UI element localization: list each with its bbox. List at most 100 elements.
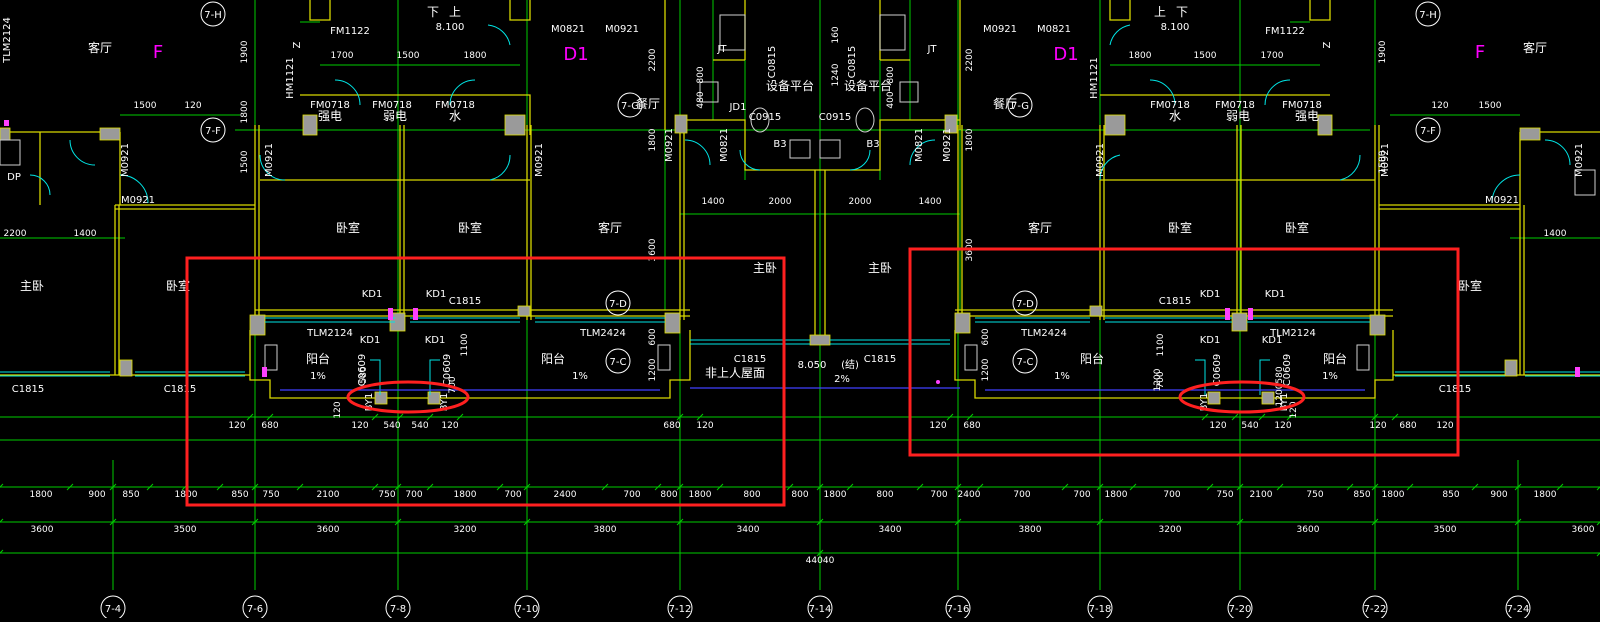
tag-m0821-v2: M0821 <box>914 128 925 162</box>
tag-by1-1: BY1 <box>364 393 375 412</box>
dim-v160: 160 <box>831 26 841 43</box>
dimension-row-1-value: 800 <box>791 490 808 500</box>
tick-mark <box>1096 518 1104 526</box>
dimension-row-1-value: 750 <box>1306 490 1323 500</box>
markup-ellipse-left[interactable] <box>346 380 470 414</box>
tick-mark <box>1276 483 1284 491</box>
dimension-row-1-value: 750 <box>378 490 395 500</box>
room-label-bedroom-d: 卧室 <box>1168 220 1192 235</box>
room-label-equipment-1: 设备平台 <box>766 78 814 93</box>
tag-c0815-l: C0815 <box>767 46 778 78</box>
dim-v1900-l: 1900 <box>240 40 250 63</box>
svg-text:7-D: 7-D <box>609 299 627 310</box>
dim-d120-far-r: 120 <box>1431 101 1448 111</box>
tick-mark <box>1471 483 1479 491</box>
tick-mark <box>676 518 684 526</box>
dimension-row-1-value: 850 <box>231 490 248 500</box>
dimension-row-1-value: 700 <box>1013 490 1030 500</box>
dim-v1800-l: 1800 <box>240 100 250 123</box>
dimension-ticks <box>0 413 1600 557</box>
elevation-e-8100-l: 8.100 <box>436 22 465 33</box>
tag-fm0718-3: FM0718 <box>435 100 475 111</box>
tick-mark <box>1206 483 1214 491</box>
unit-label-d1: D1 <box>1053 44 1078 65</box>
dimension-row-1-value: 2400 <box>554 490 577 500</box>
markup-rect-right[interactable] <box>908 247 1460 457</box>
tag-zl: Z <box>292 41 303 48</box>
tag-tlm2124-top: TLM2124 <box>2 17 13 64</box>
detail-dimension: 540 <box>383 421 400 431</box>
tag-dp-l: DP <box>7 172 21 183</box>
tag-kd1-1: KD1 <box>362 289 383 300</box>
tag-m0921-v3: M0921 <box>1095 143 1106 177</box>
room-label-bedroom-f: 卧室 <box>1458 278 1482 293</box>
tag-kd1-7: KD1 <box>1200 335 1221 346</box>
tag-m0921-h3: M0921 <box>120 143 131 177</box>
svg-text:7-22: 7-22 <box>1364 604 1387 615</box>
windows-and-doors <box>0 24 1600 395</box>
dim-m2000-l: 2000 <box>769 197 792 207</box>
dim-v700-r: 700 <box>448 376 458 393</box>
axis-bubble-mid: 7-C <box>605 348 631 374</box>
dim-d1700-l: 1700 <box>331 51 354 61</box>
svg-text:7-F: 7-F <box>205 126 221 137</box>
dim-v1100-r: 1100 <box>1156 333 1166 356</box>
tick-mark <box>654 483 662 491</box>
tag-m0821-v1: M0821 <box>719 128 730 162</box>
tag-c0915-r: C0915 <box>819 112 851 123</box>
dimension-row-2-value: 3600 <box>317 525 340 535</box>
dimension-row-1-value: 850 <box>122 490 139 500</box>
svg-text:7-24: 7-24 <box>1507 604 1530 615</box>
markup-ellipse-right[interactable] <box>1178 380 1306 414</box>
kd1-markers <box>4 120 1580 384</box>
svg-text:7-8: 7-8 <box>390 604 406 615</box>
dimension-row-1-value: 1800 <box>1382 490 1405 500</box>
dimension-row-2-value: 3800 <box>594 525 617 535</box>
tag-c1815-4: C1815 <box>1159 296 1191 307</box>
tag-m0921-r: M0921 <box>983 24 1017 35</box>
tick-mark <box>916 483 924 491</box>
tick-mark <box>696 413 704 421</box>
markup-rect-left[interactable] <box>185 256 786 507</box>
dim-m2200-far-l: 2200 <box>4 229 27 239</box>
room-label-bedroom-b: 卧室 <box>458 220 482 235</box>
room-label-dining-left: 餐厅 <box>636 96 660 111</box>
tag-m0821-r: M0821 <box>1037 24 1071 35</box>
tag-tlm2424-l: TLM2424 <box>579 328 626 339</box>
tag-kd1-2: KD1 <box>426 289 447 300</box>
dimension-row-1-value: 700 <box>623 490 640 500</box>
detail-dimension: 120 <box>441 421 458 431</box>
dimension-row-1-value: 750 <box>1216 490 1233 500</box>
svg-text:7-16: 7-16 <box>947 604 970 615</box>
dim-v1200-r2: 1200 <box>1275 383 1285 406</box>
tag-c0609-3: C0609 <box>1212 354 1223 386</box>
room-label-balcony-3: 阳台 <box>1080 351 1104 366</box>
tag-fm1122-l: FM1122 <box>330 26 370 37</box>
tag-jt-l: JT <box>716 44 727 55</box>
dimension-row-2-value: 3200 <box>454 525 477 535</box>
tick-mark <box>523 483 531 491</box>
tick-mark <box>66 483 74 491</box>
svg-text:7-C: 7-C <box>1017 357 1034 368</box>
dim-v800: 800 <box>696 66 706 83</box>
tick-mark <box>1096 483 1104 491</box>
tag-c0609-1: C0609 <box>357 354 368 386</box>
room-label-bedroom-e: 卧室 <box>1285 220 1309 235</box>
room-label-balcony-4: 阳台 <box>1323 351 1347 366</box>
svg-text:7-18: 7-18 <box>1089 604 1112 615</box>
svg-text:7-12: 7-12 <box>669 604 692 615</box>
tick-mark <box>676 413 684 421</box>
dim-v800b: 800 <box>886 66 896 83</box>
tick-mark <box>1596 521 1600 526</box>
svg-text:7-H: 7-H <box>204 10 222 21</box>
overall-dimension: 44040 <box>806 556 835 566</box>
room-label-balcony-1: 阳台 <box>306 351 330 366</box>
tick-mark <box>1371 413 1379 421</box>
dimension-row-1-value: 700 <box>405 490 422 500</box>
tick-mark <box>456 413 464 421</box>
dimension-row-2-value: 3400 <box>737 525 760 535</box>
dim-d1800-r: 1800 <box>1129 51 1152 61</box>
